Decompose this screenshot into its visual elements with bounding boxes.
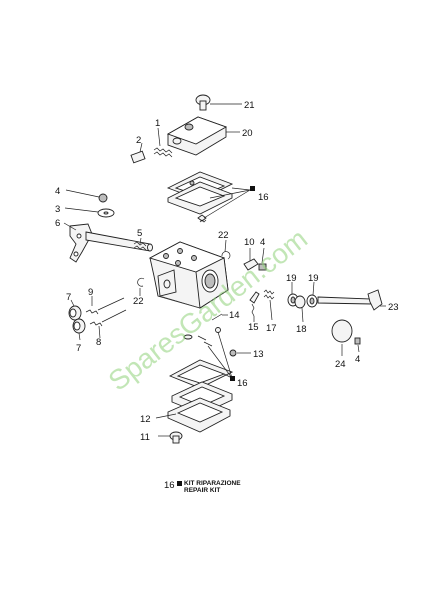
callout-15: 15 — [248, 322, 259, 333]
part-20-cover-plate — [166, 116, 240, 156]
callout-19-left: 19 — [286, 273, 297, 284]
part-5-spring — [133, 237, 147, 251]
callout-10: 10 — [244, 237, 255, 248]
legend-line-1: KIT RIPARAZIONE — [184, 480, 241, 487]
part-3-washer — [64, 207, 115, 218]
callout-5: 5 — [137, 228, 142, 239]
kit-marker-upper — [250, 186, 255, 191]
part-4-lower-screw — [354, 337, 361, 353]
callout-21: 21 — [244, 100, 255, 111]
part-15-metering-lever — [249, 291, 260, 322]
legend-kit-marker — [177, 481, 182, 486]
part-2-screw — [130, 142, 146, 164]
part-17-spring — [263, 289, 275, 321]
part-4-upper-screw — [65, 189, 108, 203]
callout-18: 18 — [296, 324, 307, 335]
callout-17: 17 — [266, 323, 277, 334]
callout-8: 8 — [96, 337, 101, 348]
part-10-bracket — [243, 248, 259, 271]
callout-16-upper: 16 — [258, 192, 269, 203]
part-23-choke-shaft — [317, 289, 386, 311]
part-9-needle — [85, 296, 125, 315]
callout-14: 14 — [229, 310, 240, 321]
part-18-seal — [294, 295, 306, 323]
callout-7-upper: 7 — [66, 292, 71, 303]
part-8-needle — [89, 309, 127, 339]
callout-6: 6 — [55, 218, 60, 229]
part-21-screw — [195, 94, 242, 111]
part-4-mid-screw — [258, 247, 267, 271]
part-16-needle — [197, 214, 207, 223]
callout-16-lower: 16 — [237, 378, 248, 389]
legend: 16 KIT RIPARAZIONE REPAIR KIT — [164, 480, 241, 494]
callout-24: 24 — [335, 359, 346, 370]
callout-3: 3 — [55, 204, 60, 215]
part-16-upper-diaphragm — [166, 171, 234, 215]
part-22-upper-clip — [221, 239, 231, 260]
callout-11: 11 — [140, 432, 150, 443]
callout-1: 1 — [155, 118, 160, 129]
part-14-pin — [211, 313, 228, 321]
part-6-throttle-shaft — [63, 222, 153, 263]
callout-23: 23 — [388, 302, 399, 313]
callout-19-right: 19 — [308, 273, 319, 284]
callout-22-lower: 22 — [133, 296, 144, 307]
part-11-screw — [158, 431, 183, 444]
part-24-choke-plate — [331, 319, 353, 356]
callout-2: 2 — [136, 135, 141, 146]
part-19-washer-right — [306, 281, 318, 308]
part-7-plugs — [68, 299, 86, 341]
callout-20: 20 — [242, 128, 253, 139]
callout-4-lower: 4 — [355, 354, 360, 365]
part-12-diaphragm-plate — [155, 381, 233, 433]
callout-4-mid: 4 — [260, 237, 265, 248]
part-1-spring — [153, 127, 173, 158]
legend-number: 16 — [164, 480, 175, 491]
callout-7-lower: 7 — [76, 343, 81, 354]
callout-22-upper: 22 — [218, 230, 229, 241]
carburetor-body — [148, 241, 229, 309]
kit-marker-lower — [230, 376, 235, 381]
callout-4-upper: 4 — [55, 186, 60, 197]
part-13-screw — [229, 349, 251, 357]
callout-9: 9 — [88, 287, 93, 298]
callout-12: 12 — [140, 414, 151, 425]
part-22-lower-clip — [137, 277, 145, 296]
legend-line-2: REPAIR KIT — [184, 487, 220, 494]
callout-13: 13 — [253, 349, 264, 360]
